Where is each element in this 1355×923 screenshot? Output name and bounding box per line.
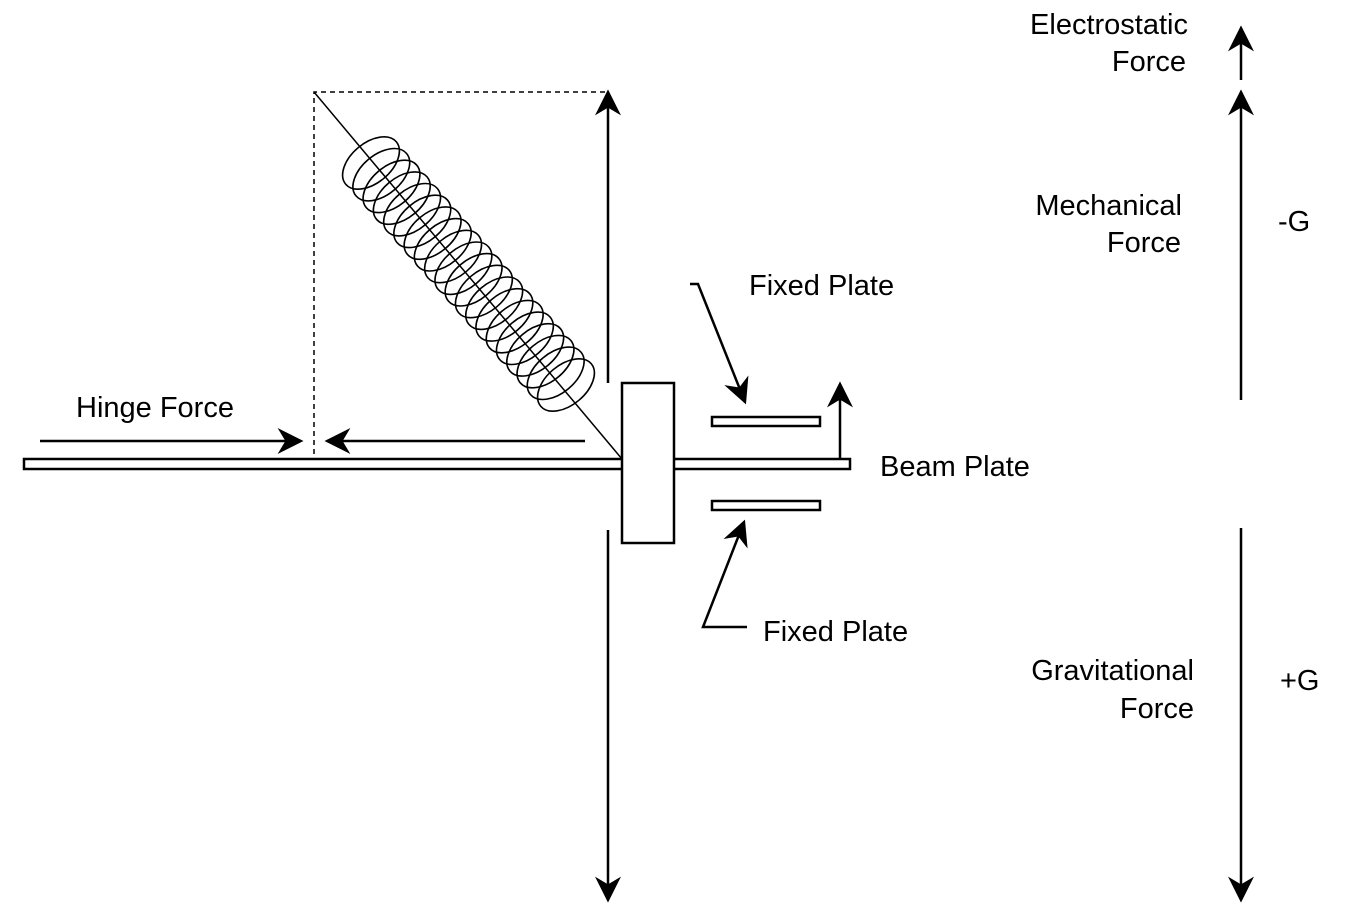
- fixed-plate-bottom: [710, 499, 822, 512]
- spring-coil-turn: [352, 147, 411, 202]
- hinge-force-label: Hinge Force: [76, 392, 234, 424]
- gravitational-force-label-line1: Gravitational: [1031, 655, 1194, 687]
- spring-coil-turn: [495, 311, 555, 366]
- spring-coil-turn: [444, 252, 503, 307]
- proof-mass: [620, 381, 676, 545]
- fixed-plate-top-label: Fixed Plate: [749, 270, 894, 302]
- spring-coil-turn: [516, 334, 575, 389]
- spring-coil-turn: [506, 322, 565, 377]
- plus-g-label: +G: [1280, 665, 1320, 697]
- electrostatic-force-label-line2: Force: [1112, 46, 1186, 78]
- spring-coil-turn: [454, 264, 514, 319]
- spring-coil-turn: [362, 159, 421, 214]
- spring-coil-turn: [382, 182, 442, 237]
- spring-coil-turn: [465, 276, 524, 331]
- spring-axis-line: [313, 91, 623, 460]
- mechanical-force-label-line2: Force: [1107, 227, 1181, 259]
- electrostatic-force-label-line1: Electrostatic: [1030, 9, 1188, 41]
- mechanical-force-label-line1: Mechanical: [1035, 190, 1182, 222]
- spring-coil-turn: [536, 358, 596, 412]
- spring-coil-turn: [475, 287, 534, 342]
- fixed-plate-top: [710, 415, 822, 428]
- spring-reference-dashed-line: [313, 91, 608, 454]
- beam-plate-label: Beam Plate: [880, 451, 1030, 483]
- gravitational-force-label-line2: Force: [1120, 693, 1194, 725]
- spring-coil-turn: [485, 299, 544, 354]
- spring-coil-turn: [341, 136, 401, 190]
- spring-coil-turn: [372, 171, 431, 226]
- spring-coil-turn: [526, 346, 585, 401]
- minus-g-label: -G: [1278, 206, 1310, 238]
- fixed-plate-bottom-label: Fixed Plate: [763, 616, 908, 648]
- spring-coil-turn: [403, 206, 462, 261]
- spring-coil-turn: [434, 241, 493, 296]
- fixed-plate-top-leader: [690, 282, 749, 405]
- spring-coil: [341, 136, 596, 412]
- spring-coil-turn: [413, 217, 472, 272]
- fixed-plate-bottom-leader: [701, 519, 748, 629]
- beam-plate: [22, 457, 852, 471]
- spring-coil-turn: [423, 229, 483, 284]
- spring-coil-turn: [393, 194, 452, 249]
